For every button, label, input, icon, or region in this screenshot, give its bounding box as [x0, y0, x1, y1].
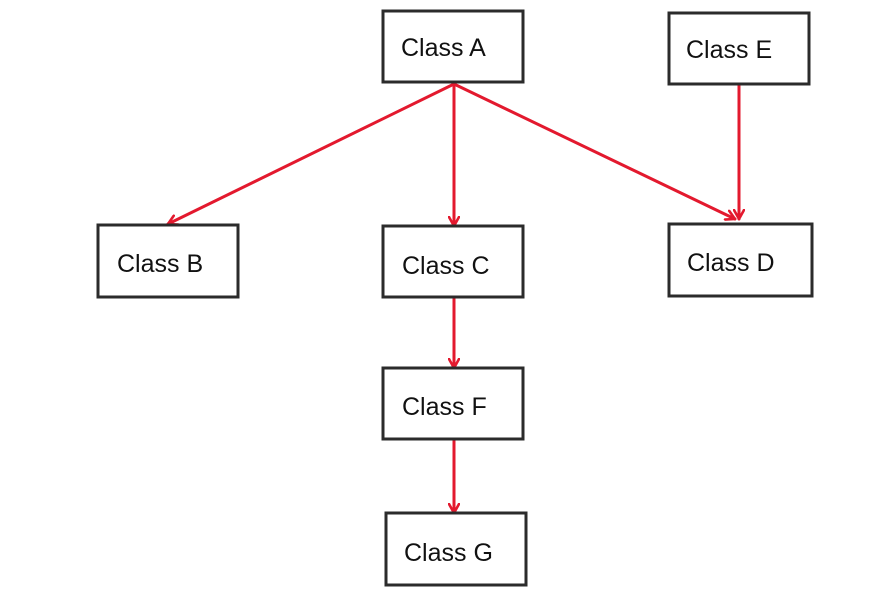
node-class-c-label: Class C — [402, 252, 490, 280]
node-class-c: Class C — [381, 224, 525, 299]
node-class-d: Class D — [667, 222, 814, 298]
node-class-f: Class F — [381, 366, 525, 441]
node-class-e-label: Class E — [686, 36, 772, 64]
edge-a-to-d — [452, 82, 737, 219]
node-class-d-label: Class D — [687, 249, 775, 277]
node-class-a: Class A — [381, 9, 525, 84]
node-class-a-label: Class A — [401, 34, 486, 62]
node-class-f-label: Class F — [402, 393, 487, 421]
node-class-e: Class E — [667, 11, 811, 86]
node-class-g-label: Class G — [404, 539, 493, 567]
node-class-b-label: Class B — [117, 250, 203, 278]
edge-a-to-b — [166, 82, 456, 224]
node-class-b: Class B — [96, 223, 240, 299]
node-class-g: Class G — [384, 511, 528, 587]
